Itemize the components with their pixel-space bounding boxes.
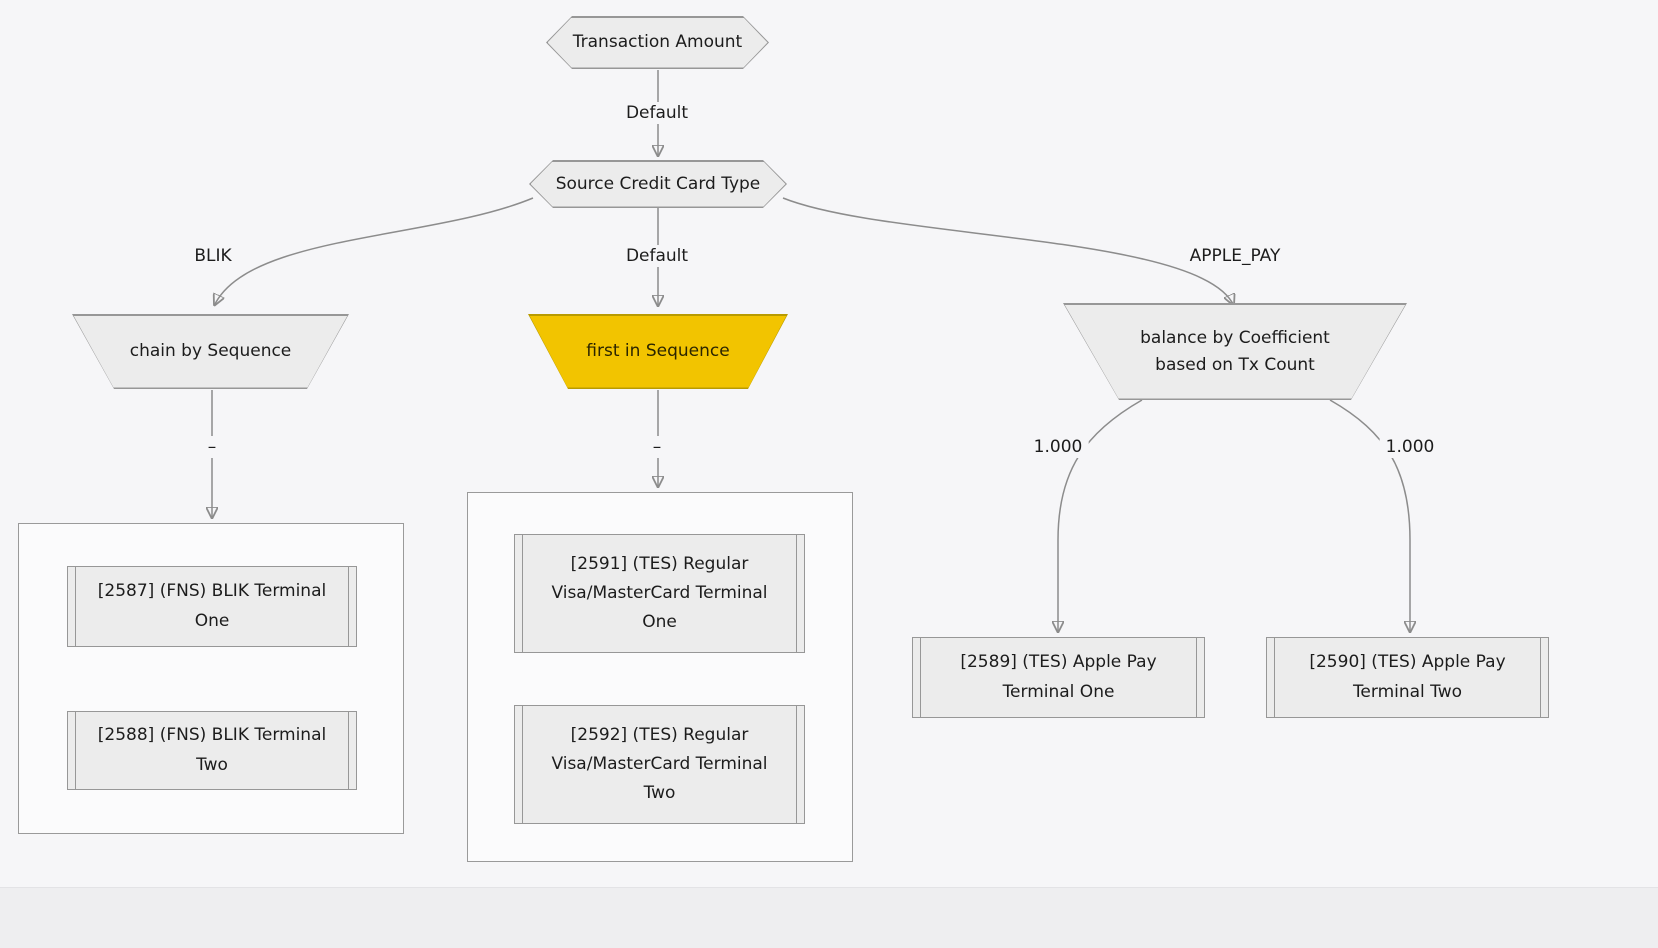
node-label: [2590] (TES) Apple Pay Terminal Two	[1309, 652, 1506, 702]
node-label: [2587] (FNS) BLIK Terminal One	[97, 581, 327, 631]
node-label: Transaction Amount	[572, 32, 743, 53]
hexagon-shape-fill	[531, 162, 786, 207]
edge-label-chain-dash: –	[201, 436, 223, 458]
bottom-strip	[0, 887, 1658, 948]
node-terminal-2587: [2587] (FNS) BLIK Terminal One	[67, 566, 357, 647]
node-transaction-amount: Transaction Amount	[546, 16, 769, 69]
node-terminal-2589: [2589] (TES) Apple Pay Terminal One	[912, 637, 1205, 718]
edge-label-blik: BLIK	[188, 245, 238, 267]
edge-label-apple-pay: APPLE_PAY	[1183, 245, 1287, 267]
edge-label-weight-left: 1.000	[1027, 436, 1089, 458]
node-label: Source Credit Card Type	[555, 173, 761, 194]
edge-label-amount-default: Default	[619, 102, 695, 124]
edge-label-first-dash: –	[646, 436, 668, 458]
node-terminal-2590: [2590] (TES) Apple Pay Terminal Two	[1266, 637, 1549, 718]
node-label: [2588] (FNS) BLIK Terminal Two	[97, 725, 327, 775]
trapezoid-shape-fill	[530, 316, 787, 388]
node-label: [2589] (TES) Apple Pay Terminal One	[960, 652, 1157, 702]
edge-balance-to-2590	[1329, 399, 1410, 633]
node-label: balance by Coefficient based on Tx Count	[1140, 328, 1330, 375]
group-visa-terminals: [2591] (TES) Regular Visa/MasterCard Ter…	[467, 492, 853, 862]
node-terminal-2591: [2591] (TES) Regular Visa/MasterCard Ter…	[514, 534, 805, 653]
node-label: first in Sequence	[586, 341, 730, 362]
edge-balance-to-2589	[1058, 399, 1143, 633]
node-chain-by-sequence: chain by Sequence	[72, 314, 349, 389]
node-first-in-sequence: first in Sequence	[528, 314, 788, 389]
trapezoid-shape-fill	[1065, 305, 1406, 399]
node-label: [2592] (TES) Regular Visa/MasterCard Ter…	[551, 724, 768, 804]
edge-label-card-default: Default	[619, 245, 695, 267]
edge-label-weight-right: 1.000	[1379, 436, 1441, 458]
node-terminal-2588: [2588] (FNS) BLIK Terminal Two	[67, 711, 357, 790]
edge-cardtype-to-chain	[214, 197, 534, 306]
node-terminal-2592: [2592] (TES) Regular Visa/MasterCard Ter…	[514, 705, 805, 824]
node-label: chain by Sequence	[129, 341, 292, 362]
edge-cardtype-to-balance	[782, 197, 1234, 306]
node-label: [2591] (TES) Regular Visa/MasterCard Ter…	[551, 553, 768, 633]
node-source-credit-card-type: Source Credit Card Type	[529, 160, 787, 208]
trapezoid-shape-fill	[74, 316, 348, 388]
node-balance-by-coefficient: balance by Coefficient based on Tx Count	[1063, 303, 1407, 400]
hexagon-shape-fill	[548, 18, 768, 68]
group-blik-terminals: [2587] (FNS) BLIK Terminal One [2588] (F…	[18, 523, 404, 834]
